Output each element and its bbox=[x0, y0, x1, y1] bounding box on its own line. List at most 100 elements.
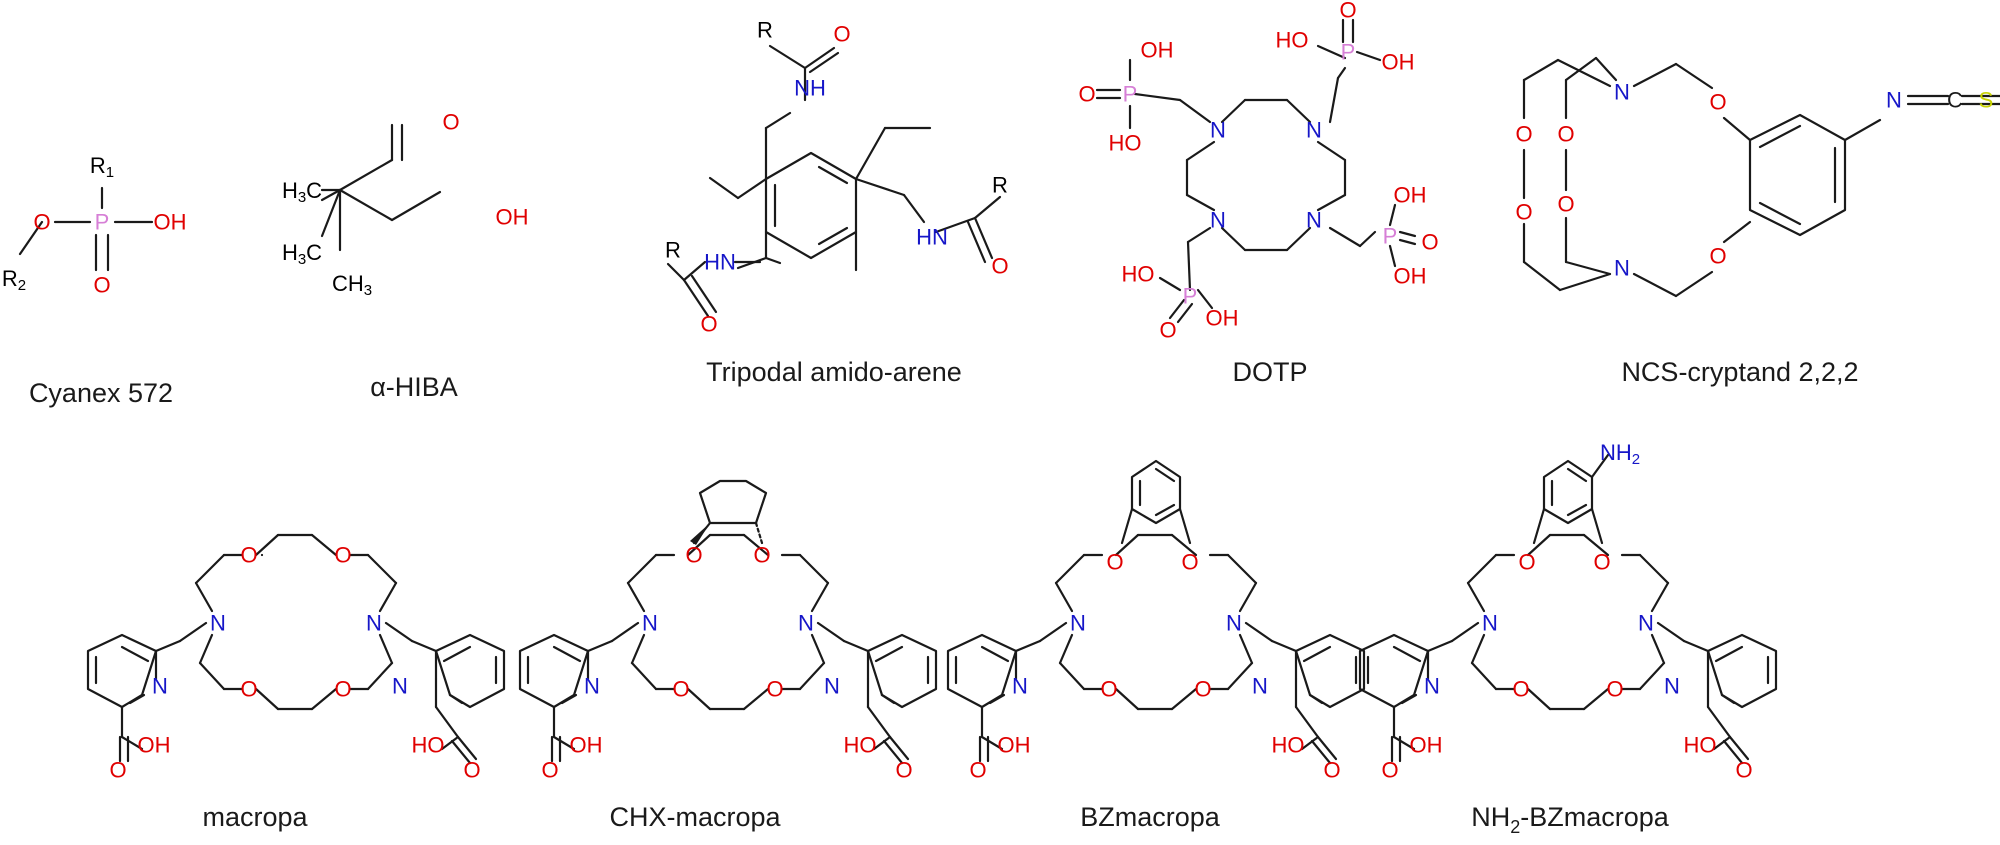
bz-o-left: O bbox=[969, 758, 986, 783]
bz-o-2: O bbox=[1181, 550, 1198, 575]
nh2bz-o-1: O bbox=[1518, 550, 1535, 575]
dotp-oh-1a: OH bbox=[1141, 38, 1174, 63]
cyanex-caption: Cyanex 572 bbox=[29, 378, 173, 408]
bz-n-right: N bbox=[1226, 611, 1242, 636]
dotp-oh-2a: HO bbox=[1276, 28, 1309, 53]
dotp-caption: DOTP bbox=[1232, 357, 1307, 387]
cryptand-ncs-c: C bbox=[1947, 88, 1963, 113]
bz-oh-left: OH bbox=[998, 733, 1031, 758]
cyanex-572-structure: R1 O P OH O R2 bbox=[2, 153, 187, 298]
macropa-n-left: N bbox=[210, 611, 226, 636]
cryptand-o-6: O bbox=[1709, 244, 1726, 269]
bz-o-1: O bbox=[1106, 550, 1123, 575]
nh2-bzmacropa-caption: NH2-BZmacropa bbox=[1471, 802, 1670, 837]
tripodal-nh-top: NH bbox=[794, 76, 826, 101]
dotp-n-bottom-left: N bbox=[1210, 208, 1226, 233]
cryptand-ncs-n: N bbox=[1886, 88, 1902, 113]
macropa-o-4: O bbox=[334, 677, 351, 702]
nh2bz-pyr-n-left: N bbox=[1424, 674, 1440, 699]
macropa-o-right: O bbox=[463, 758, 480, 783]
cyanex-r1-label: R1 bbox=[90, 153, 114, 181]
macropa-oh-left: OH bbox=[138, 733, 171, 758]
cyanex-oh-group: OH bbox=[154, 210, 187, 235]
chx-macropa-structure bbox=[518, 479, 938, 765]
macropa-pyr-n-right: N bbox=[392, 674, 408, 699]
dotp-n-top-left: N bbox=[1210, 118, 1226, 143]
bz-ho-right: HO bbox=[1272, 733, 1305, 758]
dotp-p-1: P bbox=[1123, 82, 1138, 107]
dotp-oh-3a: OH bbox=[1394, 183, 1427, 208]
macropa-n-right: N bbox=[366, 611, 382, 636]
cryptand-n-bottom: N bbox=[1614, 256, 1630, 281]
tripodal-nh-left: HN bbox=[704, 250, 736, 275]
nh2bz-oh-left: OH bbox=[1410, 733, 1443, 758]
cryptand-o-1: O bbox=[1515, 122, 1532, 147]
ncs-cryptand-structure: N N O O O O O O N C S bbox=[1515, 56, 2000, 298]
tripodal-o-top: O bbox=[833, 22, 850, 47]
nh2bz-o-right: O bbox=[1735, 758, 1752, 783]
dotp-oh-4a: HO bbox=[1122, 262, 1155, 287]
tripodal-r-top: R bbox=[757, 18, 773, 43]
tripodal-caption: Tripodal amido-arene bbox=[706, 357, 962, 387]
dotp-p-2: P bbox=[1341, 40, 1356, 65]
hiba-ch3-left-bottom: H3C bbox=[282, 240, 322, 268]
hiba-carbonyl-o: O bbox=[442, 110, 459, 135]
dotp-oh-4b: OH bbox=[1206, 306, 1239, 331]
alpha-hiba-structure: H3C H3C CH3 O OH bbox=[282, 110, 529, 299]
bzmacropa-labels: N N O O O O N N OH O HO O bbox=[969, 550, 1340, 783]
tripodal-hn-right: HN bbox=[916, 225, 948, 250]
nh2bz-pyr-n-right: N bbox=[1664, 674, 1680, 699]
tripodal-o-left: O bbox=[700, 312, 717, 337]
macropa-structure bbox=[86, 533, 506, 765]
cyanex-ester-o: O bbox=[33, 210, 50, 235]
chx-n-left: N bbox=[642, 611, 658, 636]
chx-macropa-labels: N N O O O O N N OH O HO O bbox=[541, 543, 912, 783]
tripodal-amido-arene-structure: R O NH R HN O R HN O bbox=[665, 18, 1009, 337]
dotp-o-3: O bbox=[1421, 230, 1438, 255]
dotp-n-bottom-right: N bbox=[1306, 208, 1322, 233]
dotp-oh-3b: OH bbox=[1394, 264, 1427, 289]
nh2bz-n-left: N bbox=[1482, 611, 1498, 636]
nh2bz-o-4: O bbox=[1606, 677, 1623, 702]
bzmacropa-caption: BZmacropa bbox=[1080, 802, 1221, 832]
hiba-ch3-bottom: CH3 bbox=[332, 271, 372, 299]
tripodal-r-left: R bbox=[665, 238, 681, 263]
dotp-p-4: P bbox=[1183, 284, 1198, 309]
chx-n-right: N bbox=[798, 611, 814, 636]
chx-macropa-caption: CHX-macropa bbox=[609, 802, 781, 832]
nh2-bzmacropa-structure bbox=[1358, 453, 1778, 765]
chx-pyr-n-left: N bbox=[584, 674, 600, 699]
dotp-oh-1b: HO bbox=[1109, 131, 1142, 156]
nh2bz-n-right: N bbox=[1638, 611, 1654, 636]
hiba-ch3-left-top: H3C bbox=[282, 178, 322, 206]
bz-o-3: O bbox=[1100, 677, 1117, 702]
cyanex-r2-label: R2 bbox=[2, 266, 26, 294]
cyanex-p-atom: P bbox=[95, 210, 110, 235]
chx-ho-right: HO bbox=[844, 733, 877, 758]
nh2bz-nh2: NH2 bbox=[1600, 440, 1640, 468]
dotp-n-top-right: N bbox=[1306, 118, 1322, 143]
macropa-labels: N N O O O O N N OH O HO O bbox=[109, 543, 480, 783]
cryptand-n-top: N bbox=[1614, 80, 1630, 105]
bz-pyr-n-right: N bbox=[1252, 674, 1268, 699]
ncs-cryptand-caption: NCS-cryptand 2,2,2 bbox=[1621, 357, 1858, 387]
chx-o-4: O bbox=[766, 677, 783, 702]
macropa-o-2: O bbox=[334, 543, 351, 568]
cryptand-o-4: O bbox=[1557, 192, 1574, 217]
bz-n-left: N bbox=[1070, 611, 1086, 636]
macropa-ho-right: HO bbox=[412, 733, 445, 758]
chx-o-left: O bbox=[541, 758, 558, 783]
bz-pyr-n-left: N bbox=[1012, 674, 1028, 699]
bzmacropa-structure bbox=[946, 459, 1366, 765]
chx-o-3: O bbox=[672, 677, 689, 702]
macropa-pyr-n-left: N bbox=[152, 674, 168, 699]
nh2-bzmacropa-labels: NH2 N N O O O O N N OH O HO O bbox=[1381, 440, 1752, 783]
tripodal-o-right: O bbox=[991, 254, 1008, 279]
chx-oh-left: OH bbox=[570, 733, 603, 758]
macropa-o-left: O bbox=[109, 758, 126, 783]
dotp-oh-2b: OH bbox=[1382, 50, 1415, 75]
macropa-o-3: O bbox=[240, 677, 257, 702]
nh2bz-ho-right: HO bbox=[1684, 733, 1717, 758]
